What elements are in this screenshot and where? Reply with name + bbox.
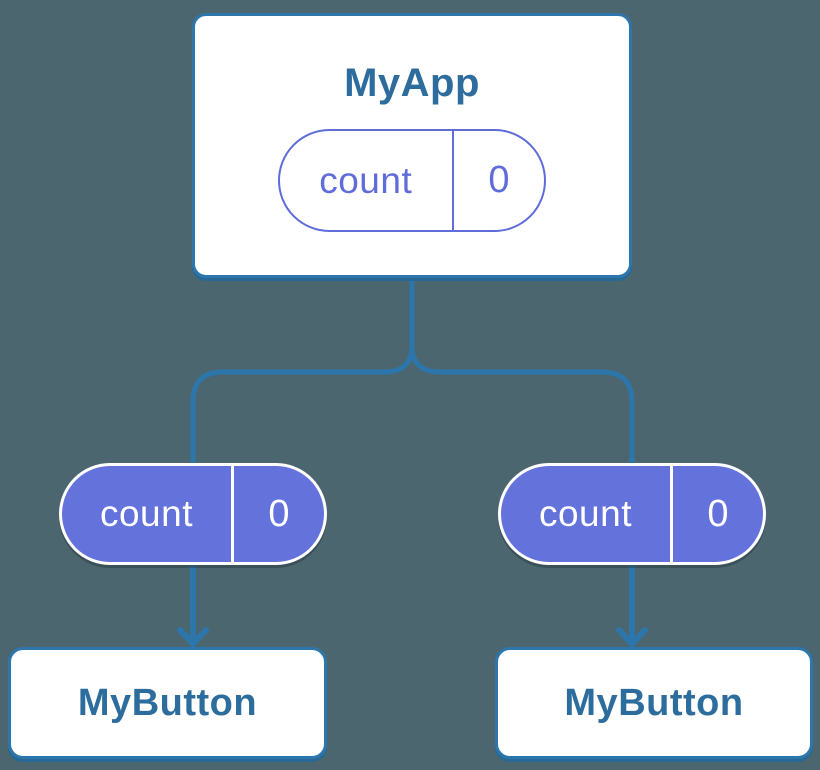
pill-divider (670, 466, 673, 562)
prop-value-label: 0 (707, 492, 729, 535)
myapp-node: MyApp count 0 (192, 13, 632, 278)
arrow-right-icon (616, 566, 648, 649)
mybutton-node-right: MyButton (495, 647, 813, 759)
branch-left-path (190, 279, 415, 464)
prop-pill-left: count 0 (59, 463, 327, 565)
mybutton-node-left: MyButton (8, 647, 327, 759)
branch-right-path (409, 279, 635, 464)
mybutton-title: MyButton (77, 681, 258, 724)
root-state-pill: count 0 (278, 129, 546, 232)
prop-name-label: count (99, 493, 193, 534)
myapp-title: MyApp (344, 61, 480, 105)
prop-pill-right: count 0 (498, 463, 766, 565)
arrow-left-icon (177, 566, 209, 649)
state-name-label: count (319, 159, 413, 201)
prop-value-label: 0 (268, 492, 290, 535)
mybutton-title: MyButton (564, 681, 744, 724)
state-value-label: 0 (488, 159, 510, 201)
pill-divider (451, 131, 454, 230)
prop-name-label: count (538, 493, 632, 534)
pill-divider (231, 466, 234, 562)
